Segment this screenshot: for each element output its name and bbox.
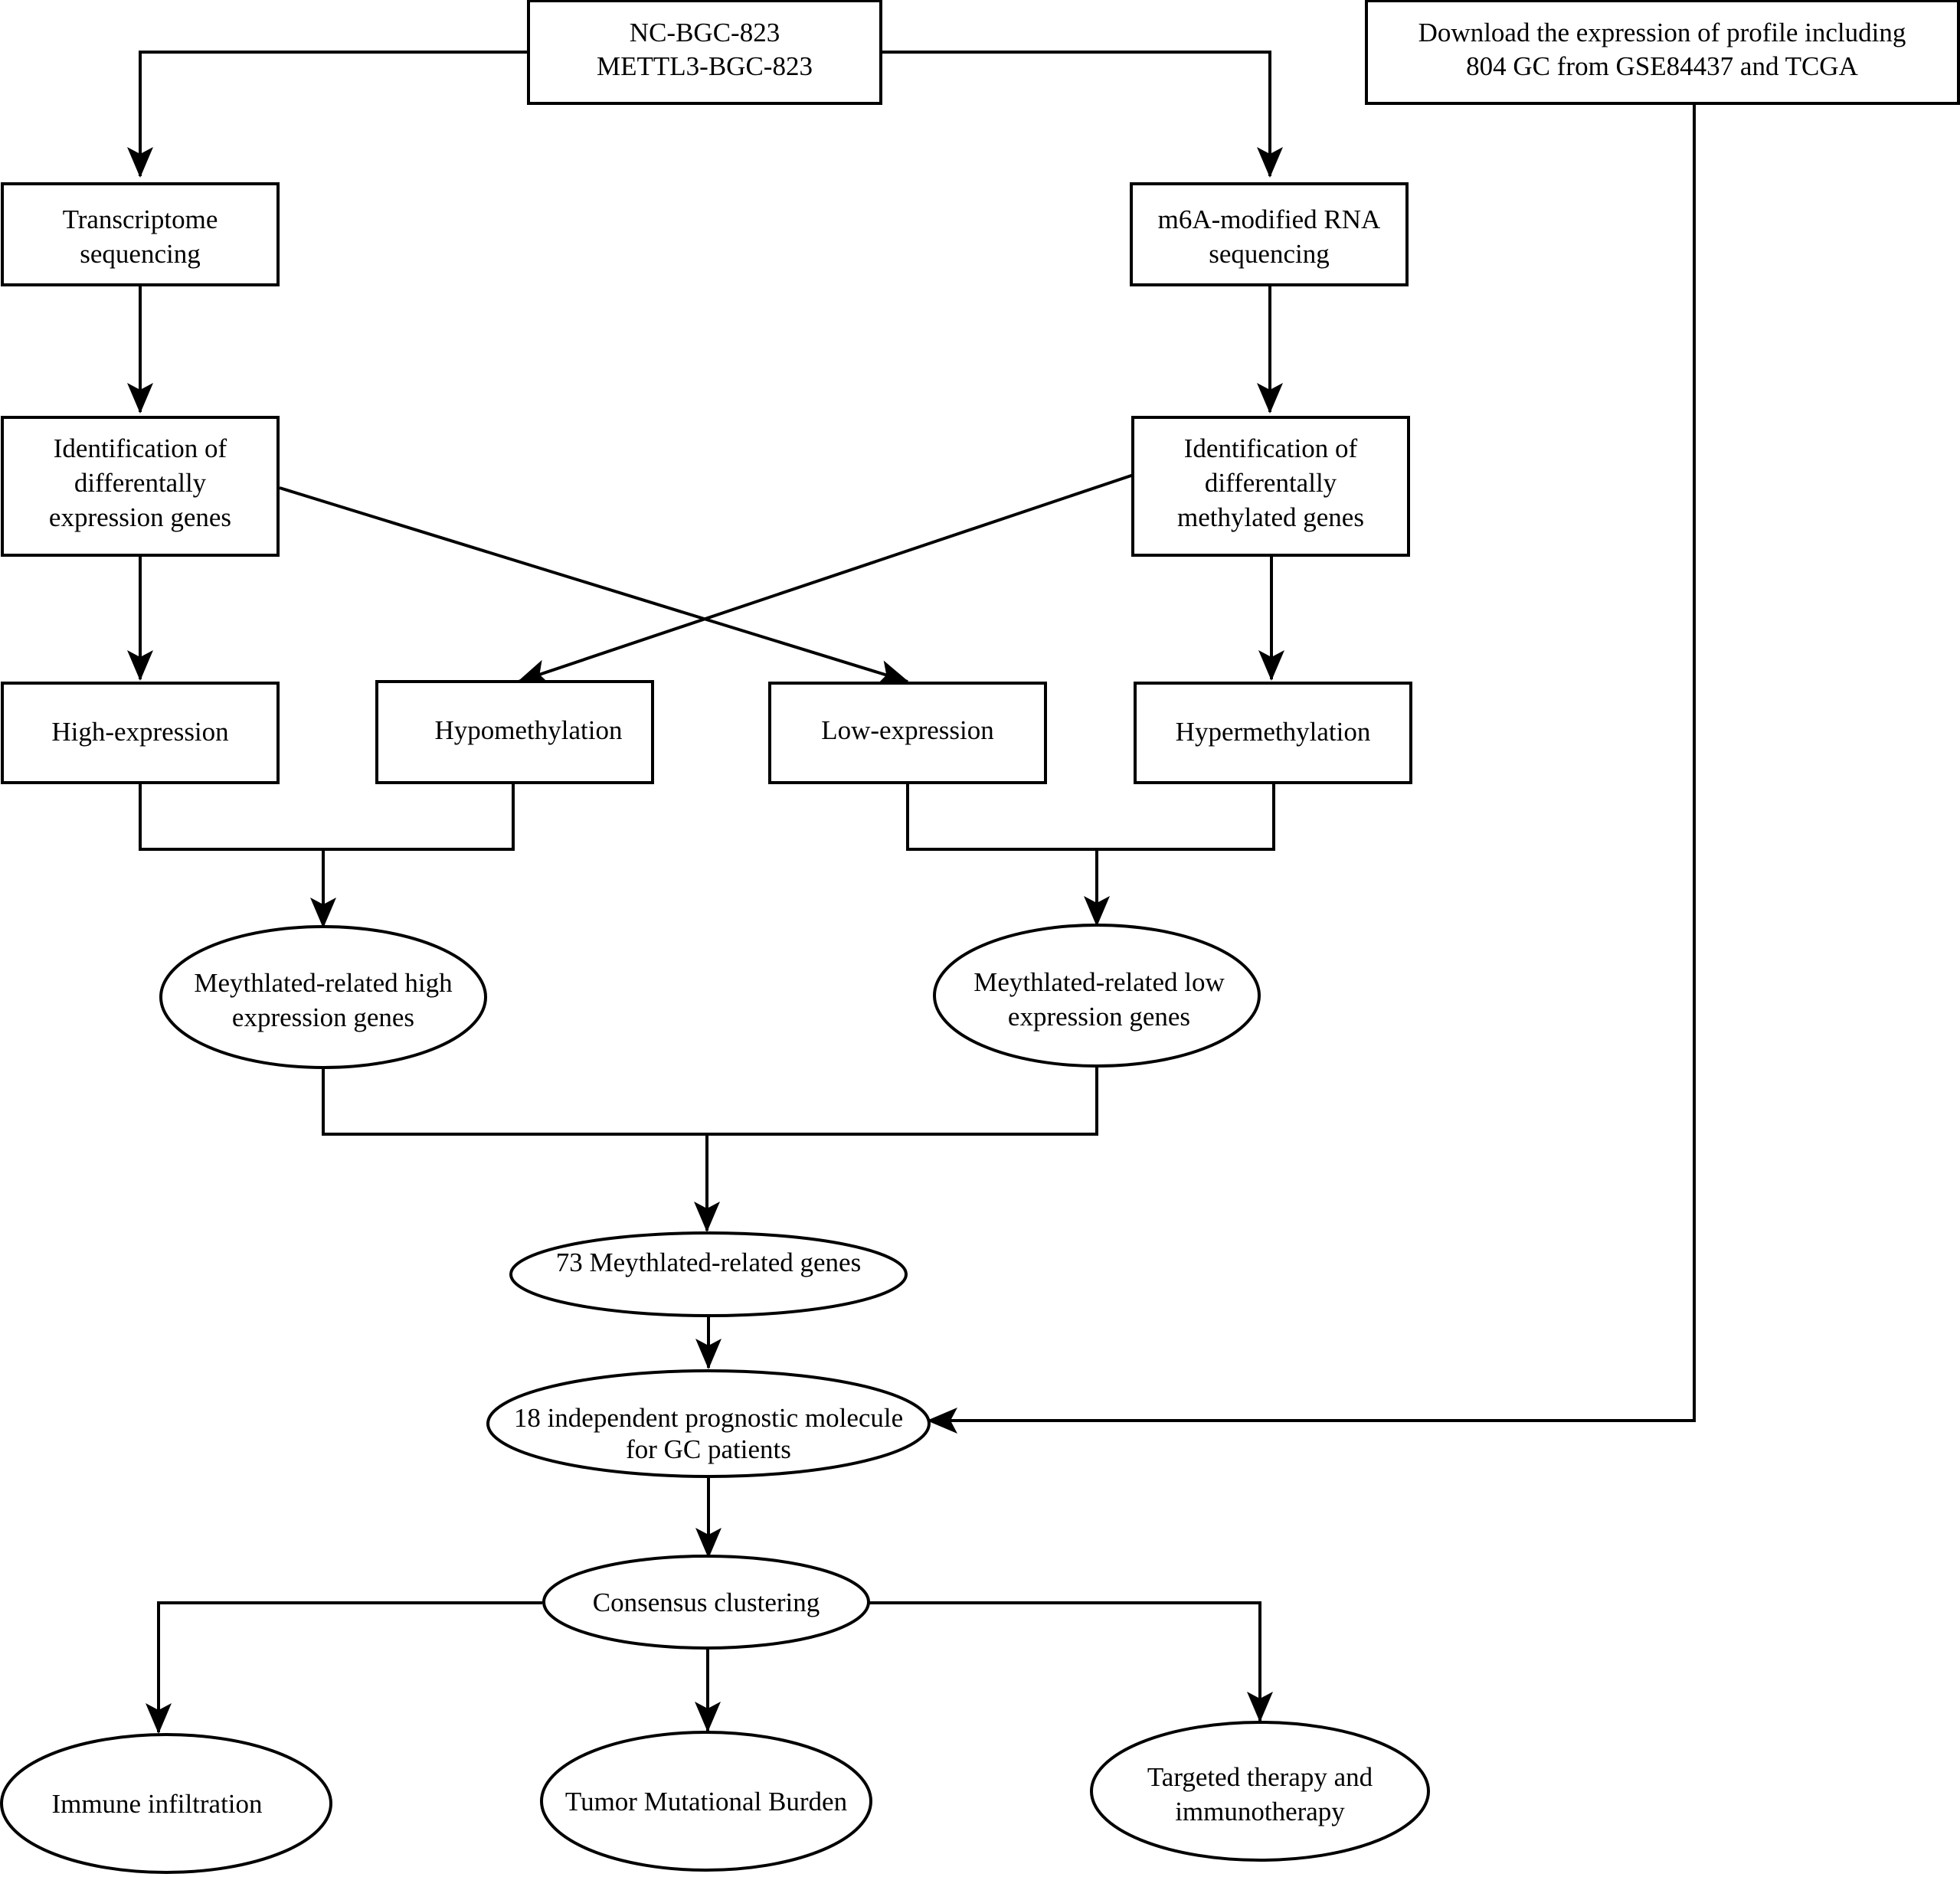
node-cells: NC-BGC-823 METTL3-BGC-823 — [527, 0, 882, 105]
node-m6a-seq-line-2: sequencing — [1209, 239, 1329, 269]
node-cells-line-2: METTL3-BGC-823 — [597, 51, 813, 81]
edge-consensus-to-therapy — [869, 1601, 1273, 1722]
node-dmg-line-1: Identification of — [1184, 433, 1358, 463]
node-download-line-2: 804 GC from GSE84437 and TCGA — [1466, 51, 1858, 81]
edge-consensus-to-immune — [146, 1601, 542, 1734]
node-high-expression-label: High-expression — [51, 717, 228, 747]
node-prognostic-line-1: 18 independent prognostic molecule — [514, 1403, 903, 1433]
node-tmb-label: Tumor Mutational Burden — [565, 1787, 847, 1817]
node-meth-high-line-2: expression genes — [232, 1002, 414, 1032]
node-therapy: Targeted therapy and immunotherapy — [1090, 1721, 1430, 1862]
node-consensus: Consensus clustering — [542, 1555, 870, 1650]
edge-cells-to-transcriptome — [127, 51, 528, 178]
edge-cells-to-m6a — [881, 51, 1283, 178]
node-meth-low: Meythlated-related low expression genes — [933, 924, 1261, 1068]
node-73-genes-label: 73 Meythlated-related genes — [556, 1248, 861, 1277]
node-therapy-line-1: Targeted therapy and — [1147, 1762, 1373, 1792]
node-hypermethylation: Hypermethylation — [1134, 682, 1412, 784]
edge-dmg-to-hypo — [517, 473, 1134, 685]
node-73-genes: 73 Meythlated-related genes — [509, 1231, 908, 1317]
node-prognostic: 18 independent prognostic molecule for G… — [486, 1369, 931, 1478]
node-low-expression-label: Low-expression — [821, 715, 994, 745]
node-tmb: Tumor Mutational Burden — [540, 1731, 872, 1872]
node-immune-label: Immune infiltration — [51, 1789, 262, 1819]
node-consensus-label: Consensus clustering — [593, 1588, 820, 1617]
node-deg: Identification of differentally expressi… — [1, 416, 280, 557]
node-hypomethylation: Hypomethylation — [375, 680, 654, 784]
node-deg-line-1: Identification of — [54, 433, 227, 463]
node-deg-line-2: differentally — [74, 468, 207, 498]
node-cells-line-1: NC-BGC-823 — [630, 18, 780, 47]
node-hypermethylation-label: Hypermethylation — [1176, 717, 1371, 747]
node-download-line-1: Download the expression of profile inclu… — [1418, 18, 1906, 47]
node-dmg-line-3: methylated genes — [1177, 502, 1364, 532]
node-meth-high: Meythlated-related high expression genes — [159, 925, 487, 1069]
node-therapy-line-2: immunotherapy — [1175, 1797, 1345, 1826]
edge-download-to-prognostic — [927, 104, 1696, 1434]
node-low-expression: Low-expression — [768, 682, 1047, 784]
edge-high-hypo-merge — [139, 784, 515, 851]
node-download: Download the expression of profile inclu… — [1365, 0, 1960, 105]
node-hypomethylation-label: Hypomethylation — [435, 715, 623, 745]
node-meth-low-line-2: expression genes — [1008, 1002, 1190, 1032]
node-m6a-seq-line-1: m6A-modified RNA — [1158, 204, 1381, 234]
node-dmg: Identification of differentally methylat… — [1131, 416, 1410, 557]
edge-low-hyper-merge — [906, 784, 1275, 851]
node-transcriptome: Transcriptome sequencing — [1, 182, 280, 286]
node-transcriptome-line-1: Transcriptome — [63, 204, 218, 234]
node-meth-low-line-1: Meythlated-related low — [973, 967, 1225, 997]
node-transcriptome-line-2: sequencing — [80, 239, 200, 269]
edge-deg-to-low — [279, 486, 909, 686]
node-high-expression: High-expression — [1, 682, 280, 784]
node-dmg-line-2: differentally — [1205, 468, 1337, 498]
node-prognostic-line-2: for GC patients — [626, 1434, 791, 1464]
node-meth-high-line-1: Meythlated-related high — [194, 968, 453, 998]
node-m6a-seq: m6A-modified RNA sequencing — [1130, 182, 1409, 286]
node-immune: Immune infiltration — [0, 1733, 332, 1874]
connectors — [127, 51, 1696, 1734]
edge-meth-merge — [322, 1067, 1098, 1136]
node-deg-line-3: expression genes — [49, 502, 231, 532]
